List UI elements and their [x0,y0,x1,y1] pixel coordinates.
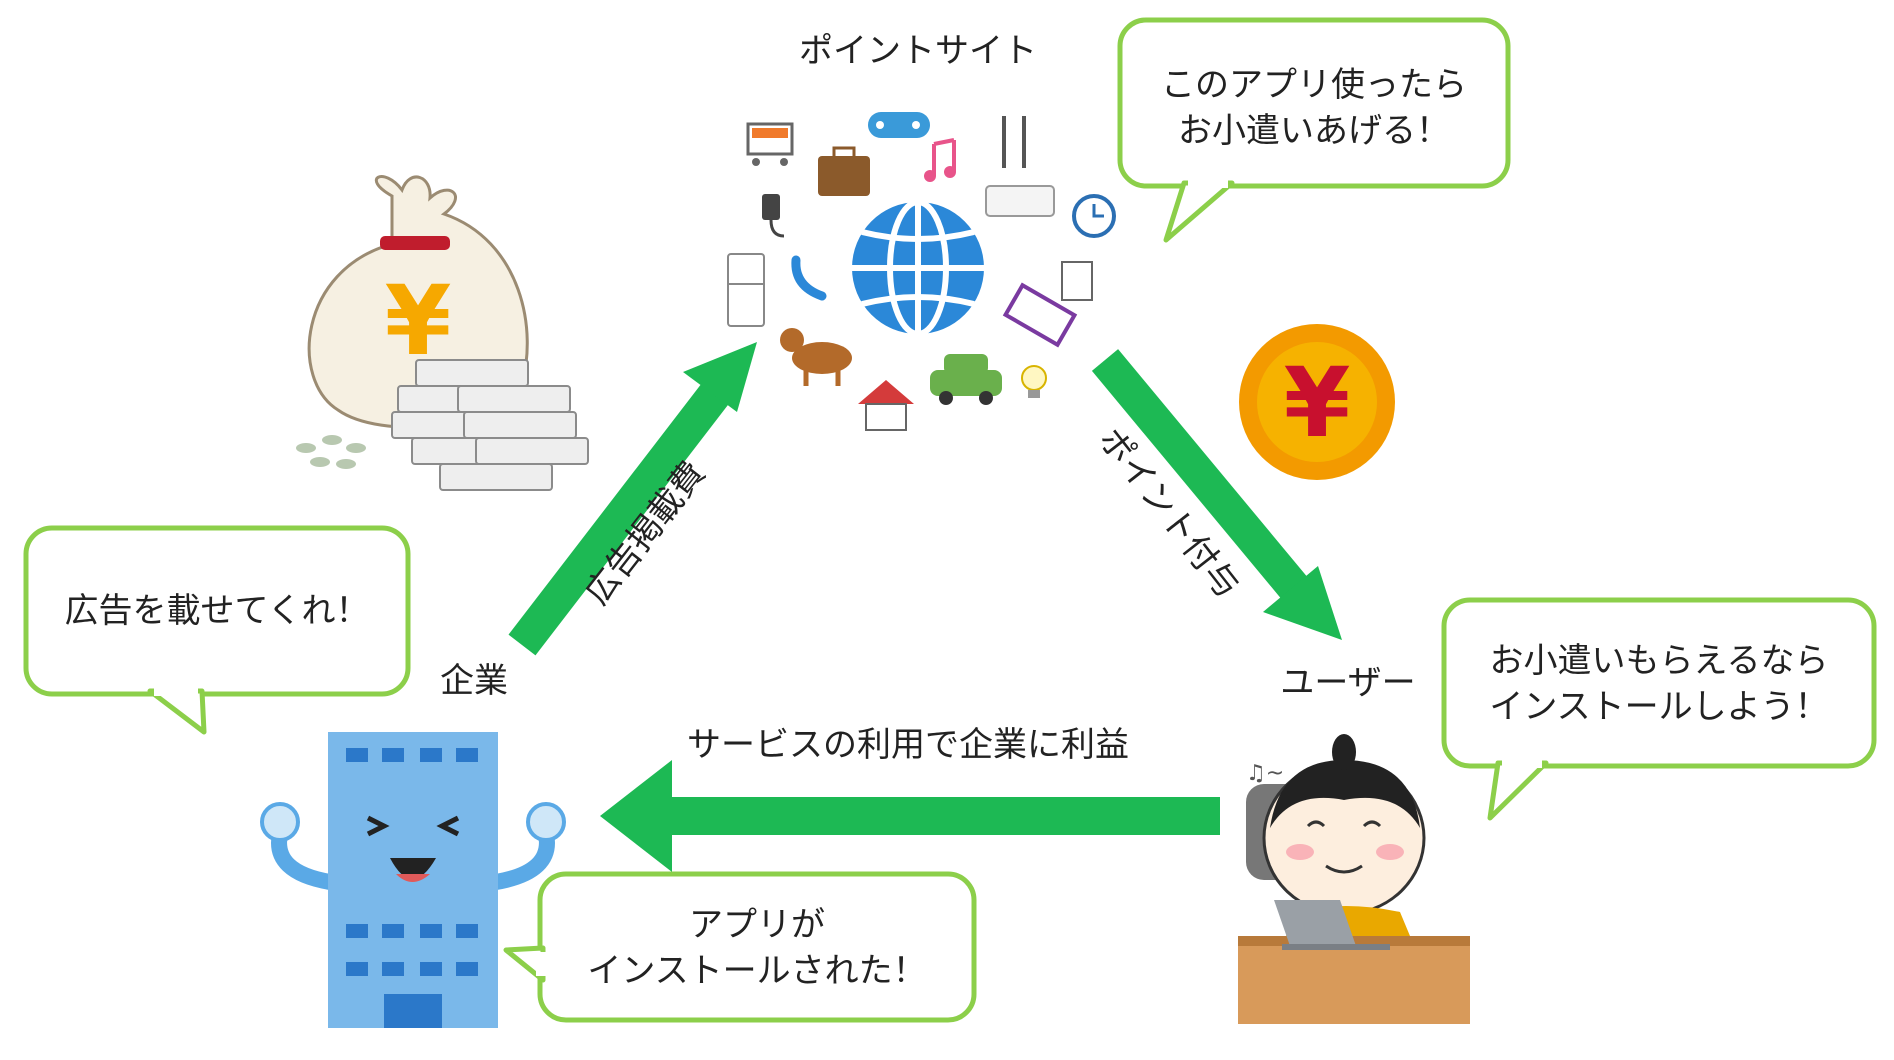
user-laptop-icon: ♫~ [1238,734,1470,1024]
yen-coin-symbol: ¥ [1284,347,1351,459]
keyboard-icon [1002,282,1078,348]
user-label: ユーザー [1280,663,1415,703]
user-bubble: お小遣いもらえるなら インストールしよう！ [1441,597,1877,821]
ad-fee-arrow [508,342,757,656]
money-bag-icon: ¥ [296,175,589,491]
clock-icon [1072,194,1116,238]
company-request-text: 広告を載せてくれ！ [65,591,370,631]
light-bulb-icon [1021,365,1047,398]
point-site-bubble-line2: お小遣いあげる！ [1178,111,1450,151]
company-label: 企業 [440,661,508,701]
music-note-icon [924,138,956,182]
plug-icon [762,194,785,238]
user-bubble-line2: インストールしよう！ [1489,687,1828,727]
briefcase-icon [818,146,870,196]
money-bag-yen-symbol: ¥ [385,265,452,377]
company-request-bubble: 広告を載せてくれ！ [23,525,411,735]
profit-label: サービスの利用で企業に利益 [687,725,1129,765]
point-site-bubble: このアプリ使ったら お小遣いあげる！ [1117,17,1511,243]
globe-icon [852,199,984,337]
house-icon [858,380,914,431]
phone-icon [791,255,827,301]
yen-coin-icon: ¥ [1239,324,1395,480]
shopping-cart-icon [746,122,794,166]
company-installed-line2: インストールされた！ [587,951,926,991]
car-icon [930,354,1002,405]
building-icon [260,732,566,1028]
user-bubble-line1: お小遣いもらえるなら [1490,641,1829,681]
point-site-label: ポイントサイト [799,31,1037,71]
dog-icon [780,328,852,386]
point-site-bubble-line1: このアプリ使ったら [1161,65,1467,105]
profit-arrow [600,760,1220,872]
point-grant-arrow [1091,349,1342,640]
company-installed-line1: アプリが [689,905,825,945]
company-installed-bubble: アプリが インストールされた！ [503,871,977,1023]
air-conditioner-icon [985,185,1055,217]
fork-knife-icon [1002,116,1026,168]
document-icon [1061,261,1093,301]
svg-text:♫~: ♫~ [1246,761,1284,786]
refrigerator-icon [727,253,765,327]
game-controller-icon [868,112,930,138]
